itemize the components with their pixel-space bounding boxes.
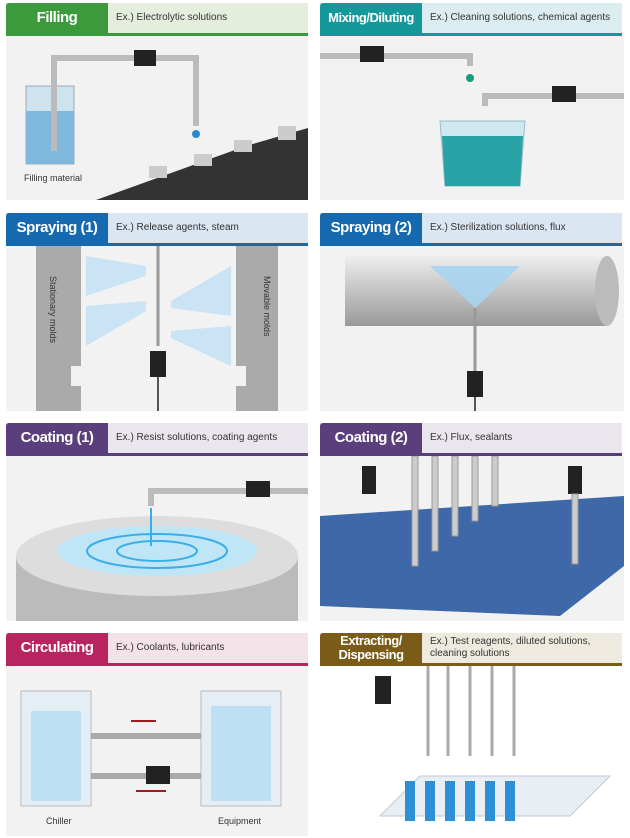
panel-filling: Filling Ex.) Electrolytic solutions Filli… (6, 3, 308, 200)
filling-illustration: Filling material (6, 36, 308, 200)
circulating-illustration: Chiller Equipment (6, 666, 308, 836)
panel-header: Filling Ex.) Electrolytic solutions (6, 3, 308, 36)
panel-example: Ex.) Cleaning solutions, chemical agents (430, 12, 611, 23)
panel-title: Spraying (1) (6, 213, 108, 243)
label-chiller: Chiller (46, 816, 72, 826)
panel-header: Extracting/ Dispensing Ex.) Test reagents… (320, 633, 622, 666)
label-stationary-molds: Stationary molds (48, 276, 58, 344)
panel-example: Ex.) Resist solutions, coating agents (116, 432, 278, 443)
panel-title: Coating (1) (6, 423, 108, 453)
panel-header: Coating (2) Ex.) Flux, sealants (320, 423, 622, 456)
panel-title: Spraying (2) (320, 213, 422, 243)
label-equipment: Equipment (218, 816, 262, 826)
panel-example: Ex.) Electrolytic solutions (116, 12, 228, 23)
panel-example: Ex.) Release agents, steam (116, 222, 239, 233)
panel-title: Extracting/ Dispensing (320, 633, 422, 663)
spraying-1-illustration: Stationary molds Movable molds (6, 246, 308, 411)
coating-2-illustration (320, 456, 624, 621)
panel-title: Coating (2) (320, 423, 422, 453)
panel-spraying-2: Spraying (2) Ex.) Sterilization solutions… (320, 213, 624, 411)
panel-example: Ex.) Test reagents, diluted solutions, c… (430, 636, 591, 659)
panel-title: Mixing/Diluting (320, 3, 422, 33)
panel-header: Mixing/Diluting Ex.) Cleaning solutions, … (320, 3, 622, 36)
panel-circulating: Circulating Ex.) Coolants, lubricants Chi… (6, 633, 308, 836)
mixing-illustration (320, 36, 624, 200)
panel-title: Filling (6, 3, 108, 33)
panel-mixing-diluting: Mixing/Diluting Ex.) Cleaning solutions, … (320, 3, 624, 200)
panel-example: Ex.) Flux, sealants (430, 432, 513, 443)
panel-title: Circulating (6, 633, 108, 663)
extracting-illustration (320, 666, 624, 836)
panel-example: Ex.) Coolants, lubricants (116, 642, 225, 653)
panel-coating-2: Coating (2) Ex.) Flux, sealants (320, 423, 624, 621)
flow-sensor-icon (134, 50, 156, 66)
panel-header: Coating (1) Ex.) Resist solutions, coatin… (6, 423, 308, 456)
spraying-2-illustration (320, 246, 624, 411)
coating-1-illustration (6, 456, 308, 621)
panel-coating-1: Coating (1) Ex.) Resist solutions, coatin… (6, 423, 308, 621)
panel-example: Ex.) Sterilization solutions, flux (430, 222, 566, 233)
label-filling-material: Filling material (24, 173, 82, 183)
panel-header: Circulating Ex.) Coolants, lubricants (6, 633, 308, 666)
panel-header: Spraying (2) Ex.) Sterilization solutions… (320, 213, 622, 246)
panel-spraying-1: Spraying (1) Ex.) Release agents, steam S… (6, 213, 308, 411)
label-movable-molds: Movable molds (262, 276, 272, 337)
panel-header: Spraying (1) Ex.) Release agents, steam (6, 213, 308, 246)
panel-extracting-dispensing: Extracting/ Dispensing Ex.) Test reagents… (320, 633, 624, 836)
